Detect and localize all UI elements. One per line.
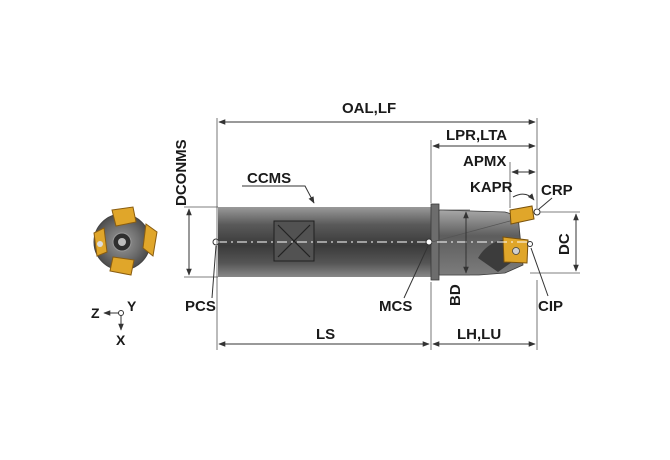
label-mcs: MCS	[379, 298, 412, 315]
end-view	[93, 206, 158, 276]
cip-marker	[527, 241, 533, 247]
label-cip: CIP	[538, 298, 563, 315]
axis-y-label: Y	[127, 298, 137, 314]
label-ccms: CCMS	[247, 170, 291, 187]
end-view-center	[118, 238, 126, 246]
leader-mcs	[403, 245, 429, 299]
axis-origin	[118, 310, 124, 316]
side-view	[197, 203, 542, 281]
dim-kapr	[512, 193, 535, 201]
label-ls: LS	[316, 326, 335, 343]
label-kapr: KAPR	[470, 179, 513, 196]
label-oal-lf: OAL,LF	[342, 100, 396, 117]
end-view-insert-bottom	[109, 256, 135, 276]
label-lpr-lta: LPR,LTA	[446, 127, 507, 144]
end-view-screw	[97, 241, 103, 247]
end-view-insert-top	[111, 206, 137, 227]
leader-lines	[211, 185, 553, 299]
label-bd: BD	[447, 284, 464, 306]
crp-marker	[533, 208, 541, 216]
label-apmx: APMX	[463, 153, 506, 170]
label-lh-lu: LH,LU	[457, 326, 501, 343]
leader-cip	[530, 247, 549, 297]
label-dconms: DCONMS	[173, 139, 190, 206]
axis-z-label: Z	[91, 305, 100, 321]
end-view-insert-right	[142, 223, 158, 257]
insert-screw	[512, 247, 520, 255]
mcs-marker	[425, 238, 433, 246]
axis-triad: Z Y X	[91, 298, 137, 348]
leader-crp	[538, 197, 553, 210]
leader-ccms	[242, 185, 315, 204]
leader-pcs	[211, 245, 217, 299]
extension-lines	[184, 118, 580, 350]
pcs-marker	[212, 238, 220, 246]
label-dc: DC	[556, 233, 573, 255]
label-pcs: PCS	[185, 298, 216, 315]
insert-top	[509, 205, 535, 225]
axis-x-label: X	[116, 332, 126, 348]
label-crp: CRP	[541, 182, 573, 199]
dimension-lines	[186, 119, 579, 347]
